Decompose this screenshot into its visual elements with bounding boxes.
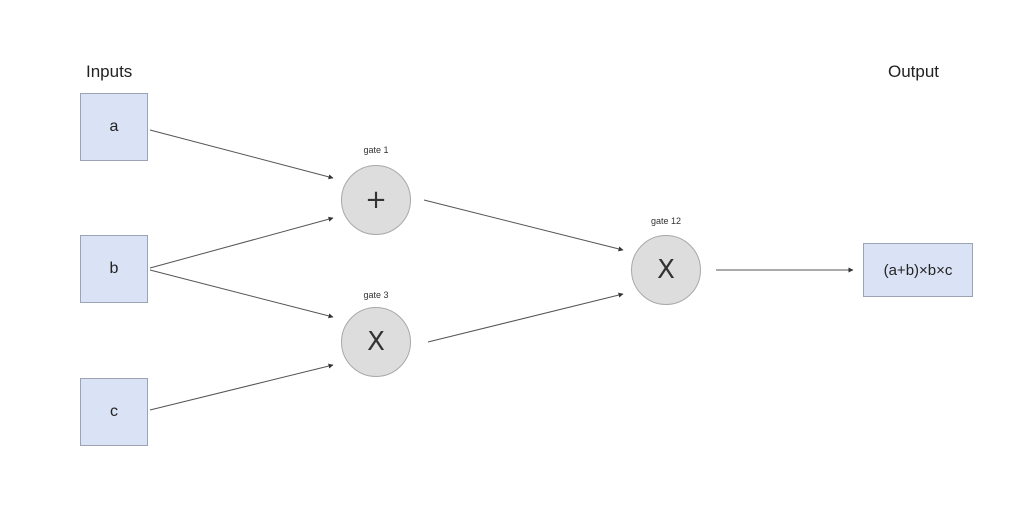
gate3-label: gate 3 xyxy=(363,290,389,300)
edge-c-to-gate3 xyxy=(149,363,334,411)
gate12-label: gate 12 xyxy=(650,216,682,226)
output-expression: (a+b)×b×c xyxy=(883,261,953,279)
gate1-add-node: + xyxy=(341,165,411,235)
plus-operator: + xyxy=(365,185,387,215)
inputs-heading: Inputs xyxy=(86,62,133,81)
gate3-multiply-node: X xyxy=(341,307,411,377)
edge-b-to-gate1 xyxy=(149,216,334,269)
output-heading: Output xyxy=(888,62,940,81)
gate12-multiply-node: X xyxy=(631,235,701,305)
input-label: b xyxy=(109,260,119,277)
edge-a-to-gate1 xyxy=(149,129,334,180)
multiply-operator: X xyxy=(367,327,385,357)
input-node-c: c xyxy=(80,378,148,446)
edge-gate1-to-gate12 xyxy=(423,199,624,252)
edge-gate3-to-gate12 xyxy=(427,292,624,343)
input-node-b: b xyxy=(80,235,148,303)
multiply-operator: X xyxy=(657,255,675,285)
input-label: c xyxy=(110,403,118,420)
input-node-a: a xyxy=(80,93,148,161)
input-label: a xyxy=(109,118,119,135)
edge-b-to-gate3 xyxy=(149,269,334,319)
gate1-label: gate 1 xyxy=(363,145,389,155)
output-node: (a+b)×b×c xyxy=(863,243,973,297)
